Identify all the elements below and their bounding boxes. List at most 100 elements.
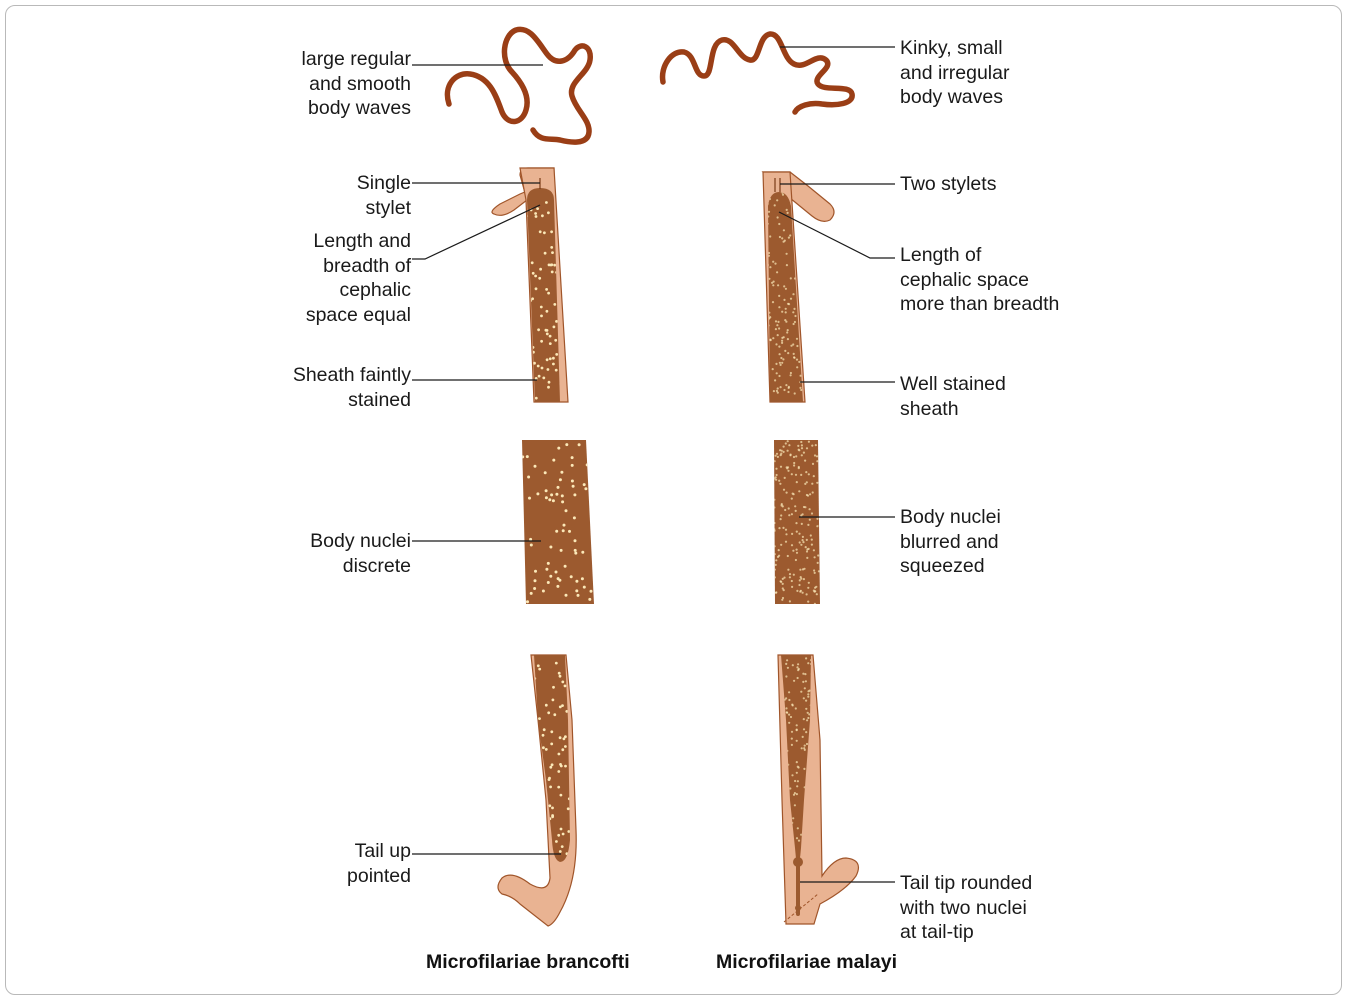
nucleus-dot — [547, 562, 550, 565]
nucleus-dot — [545, 489, 548, 492]
nucleus-dot — [545, 568, 548, 571]
nucleus-dot — [789, 454, 791, 456]
nucleus-dot — [538, 784, 541, 787]
nucleus-dot — [806, 447, 808, 449]
nucleus-dot — [564, 765, 567, 768]
nucleus-dot — [817, 554, 819, 556]
nucleus-dot — [560, 794, 563, 797]
nucleus-dot — [792, 664, 794, 666]
nucleus-dot — [546, 358, 549, 361]
nucleus-dot — [571, 464, 574, 467]
nucleus-dot — [813, 475, 815, 477]
nucleus-dot — [769, 339, 771, 341]
malayi-worm — [663, 34, 853, 112]
nucleus-dot — [539, 230, 542, 233]
nucleus-dot — [796, 366, 798, 368]
nucleus-dot — [785, 442, 787, 444]
nucleus-dot — [807, 495, 809, 497]
malayi-tail — [778, 655, 858, 924]
nucleus-dot — [534, 579, 537, 582]
nucleus-dot — [560, 471, 563, 474]
nucleus-dot — [577, 594, 580, 597]
label-malayi-stylets: Two stylets — [900, 172, 996, 197]
nucleus-dot — [797, 780, 799, 782]
nucleus-dot — [536, 207, 539, 210]
nucleus-dot — [798, 361, 800, 363]
nucleus-dot — [562, 833, 565, 836]
nucleus-dot — [785, 308, 787, 310]
nucleus-dot — [544, 471, 547, 474]
nucleus-dot — [804, 687, 806, 689]
nucleus-dot — [777, 321, 779, 323]
nucleus-dot — [793, 456, 795, 458]
nucleus-dot — [813, 549, 815, 551]
nucleus-dot — [575, 589, 578, 592]
nucleus-dot — [540, 340, 543, 343]
nucleus-dot — [804, 483, 806, 485]
nucleus-dot — [555, 530, 558, 533]
nucleus-dot — [555, 840, 558, 843]
nucleus-dot — [530, 544, 533, 547]
nucleus-dot — [797, 827, 799, 829]
nucleus-dot — [560, 828, 563, 831]
nucleus-dot — [786, 659, 788, 661]
nucleus-dot — [806, 719, 808, 721]
caption-bancrofti: Microfilariae brancofti — [426, 951, 630, 974]
nucleus-dot — [794, 780, 796, 782]
nucleus-dot — [547, 211, 550, 214]
nucleus-dot — [772, 337, 774, 339]
nucleus-dot — [796, 837, 798, 839]
nucleus-dot — [535, 215, 538, 218]
nucleus-dot — [534, 275, 537, 278]
nucleus-dot — [793, 680, 795, 682]
nucleus-dot — [552, 686, 555, 689]
nucleus-dot — [800, 544, 802, 546]
nucleus-dot — [804, 292, 806, 294]
nucleus-dot — [795, 522, 797, 524]
nucleus-dot — [808, 473, 810, 475]
nucleus-dot — [798, 766, 800, 768]
nucleus-dot — [560, 213, 563, 216]
nucleus-dot — [567, 807, 570, 810]
nucleus-dot — [550, 493, 553, 496]
nucleus-dot — [571, 456, 574, 459]
nucleus-dot — [551, 807, 554, 810]
nucleus-dot — [539, 268, 542, 271]
nucleus-dot — [818, 446, 820, 448]
nucleus-dot — [788, 237, 790, 239]
nucleus-dot — [592, 542, 595, 545]
nucleus-dot — [804, 749, 806, 751]
nucleus-dot — [788, 507, 790, 509]
nucleus-dot — [555, 571, 558, 574]
nucleus-dot — [773, 390, 775, 392]
nucleus-dot — [782, 587, 784, 589]
nucleus-dot — [781, 450, 783, 452]
nucleus-dot — [799, 569, 801, 571]
nucleus-dot — [809, 690, 811, 692]
nucleus-dot — [806, 593, 808, 595]
nucleus-dot — [807, 693, 809, 695]
nucleus-dot — [796, 240, 798, 242]
nucleus-dot — [777, 334, 779, 336]
nucleus-dot — [785, 288, 787, 290]
nucleus-dot — [787, 338, 789, 340]
nucleus-dot — [546, 310, 549, 313]
nucleus-dot — [780, 453, 782, 455]
nucleus-dot — [550, 743, 553, 746]
nucleus-dot — [780, 518, 782, 520]
nucleus-dot — [790, 716, 792, 718]
nucleus-dot — [792, 311, 794, 313]
nucleus-dot — [793, 308, 795, 310]
nucleus-dot — [791, 580, 793, 582]
nucleus-dot — [778, 549, 780, 551]
nucleus-dot — [782, 578, 784, 580]
nucleus-dot — [806, 539, 808, 541]
malayi-body-segment — [773, 440, 821, 605]
nucleus-dot — [779, 362, 781, 364]
nucleus-dot — [778, 327, 780, 329]
label-bancrofti-sheath: Sheath faintly stained — [293, 363, 411, 412]
nucleus-dot — [808, 713, 810, 715]
nucleus-dot — [778, 223, 780, 225]
nucleus-dot — [796, 549, 798, 551]
nucleus-dot — [787, 391, 789, 393]
